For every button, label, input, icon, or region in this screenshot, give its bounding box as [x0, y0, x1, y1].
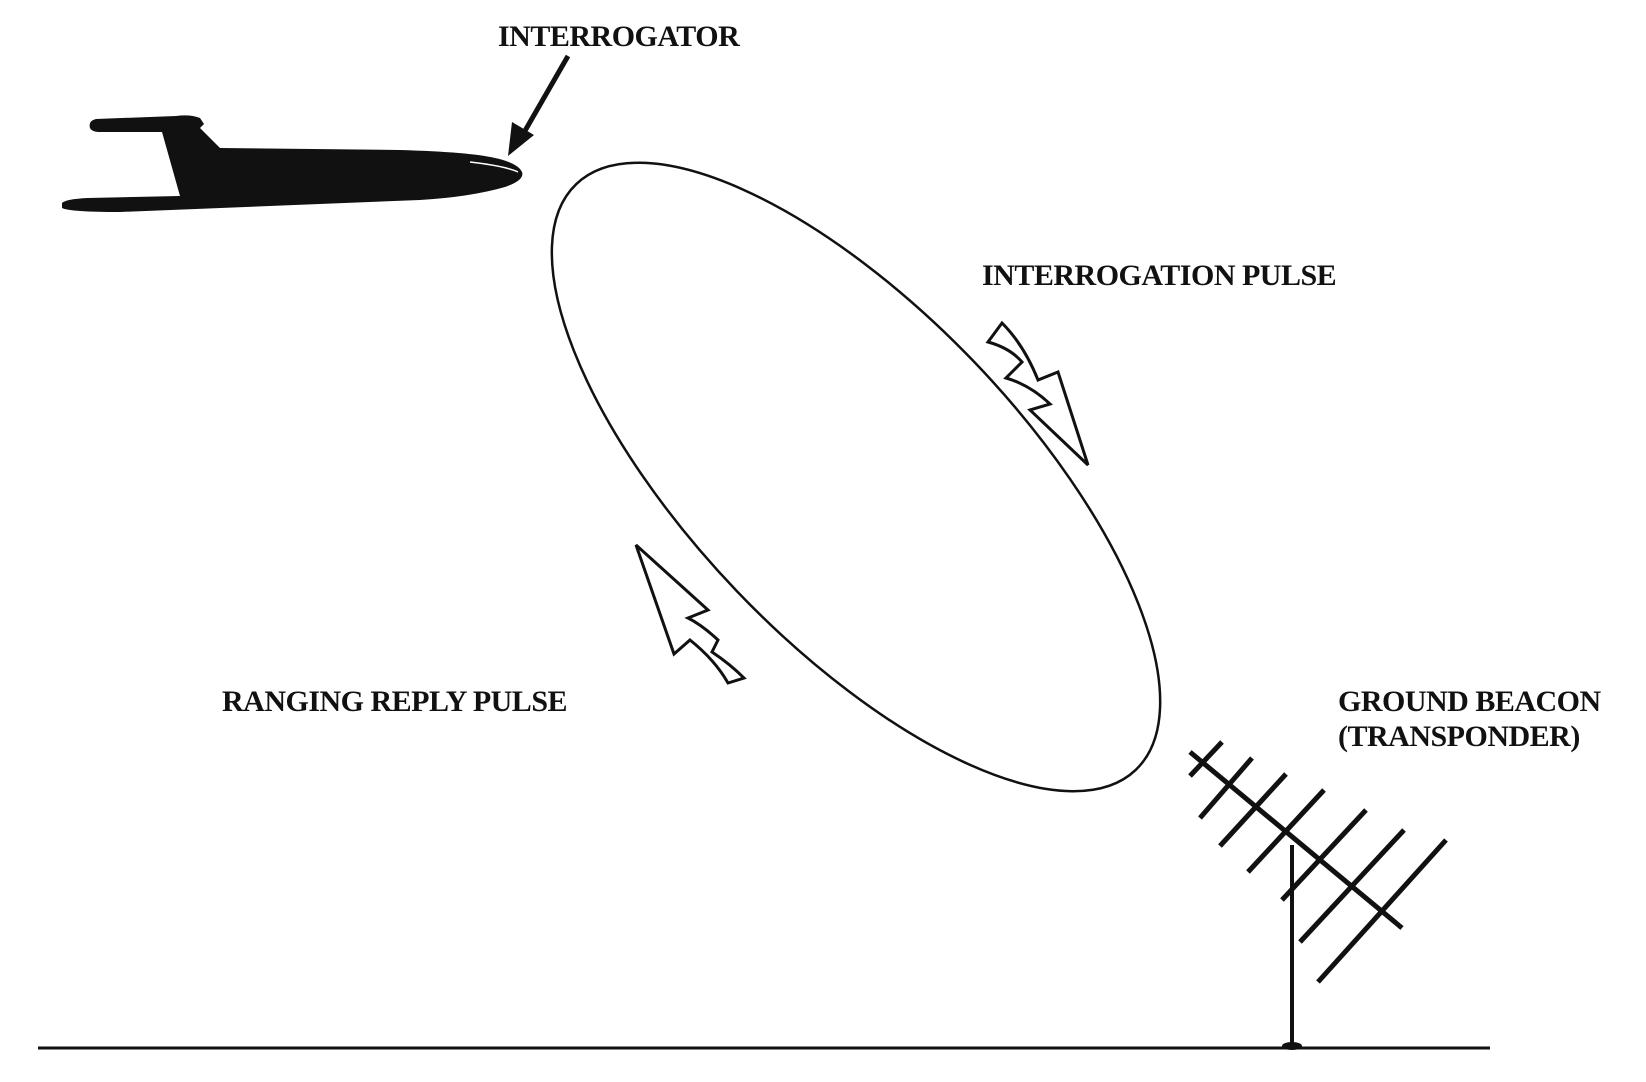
ranging-reply-pulse-label: RANGING REPLY PULSE: [222, 685, 567, 718]
interrogator-label: INTERROGATOR: [498, 20, 740, 53]
yagi-antenna-icon: [1188, 740, 1448, 1046]
transponder-label: (TRANSPONDER): [1338, 720, 1580, 753]
interrogation-pulse-label: INTERROGATION PULSE: [982, 259, 1336, 292]
ground-beacon-label: GROUND BEACON: [1338, 685, 1602, 718]
curved-arrow-up-left-icon: [634, 543, 747, 685]
curved-arrow-down-right-icon: [985, 320, 1090, 467]
pointer-arrow-icon: [508, 54, 571, 156]
mast-base: [1282, 1042, 1302, 1050]
radiation-lobe: [550, 161, 1162, 793]
airplane-silhouette-icon: [62, 115, 523, 212]
